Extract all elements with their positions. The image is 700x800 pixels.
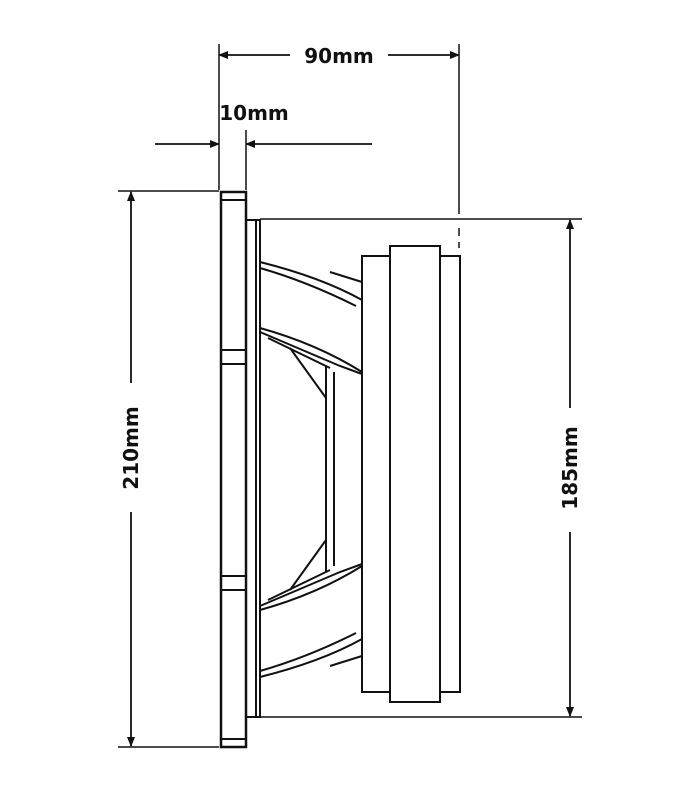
basket-front-plate [245, 219, 261, 718]
dimension-outer-diameter: 210mm [119, 191, 143, 747]
outer-diameter-label: 210mm [119, 406, 143, 489]
dimension-cutout-diameter: 185mm [558, 219, 582, 717]
mounting-flange [219, 190, 248, 749]
flange-label: 10mm [219, 101, 289, 125]
extension-lines [118, 44, 582, 748]
cutout-diameter-label: 185mm [558, 426, 582, 509]
dimension-depth: 90mm [218, 44, 460, 68]
magnet-back-plate [361, 255, 391, 693]
dimension-flange: 10mm [155, 101, 372, 148]
magnet-rear-cap [439, 255, 461, 693]
basket-arm-top [259, 260, 363, 374]
speaker-body [219, 190, 461, 749]
magnet-body [389, 245, 441, 703]
depth-label: 90mm [304, 44, 374, 68]
